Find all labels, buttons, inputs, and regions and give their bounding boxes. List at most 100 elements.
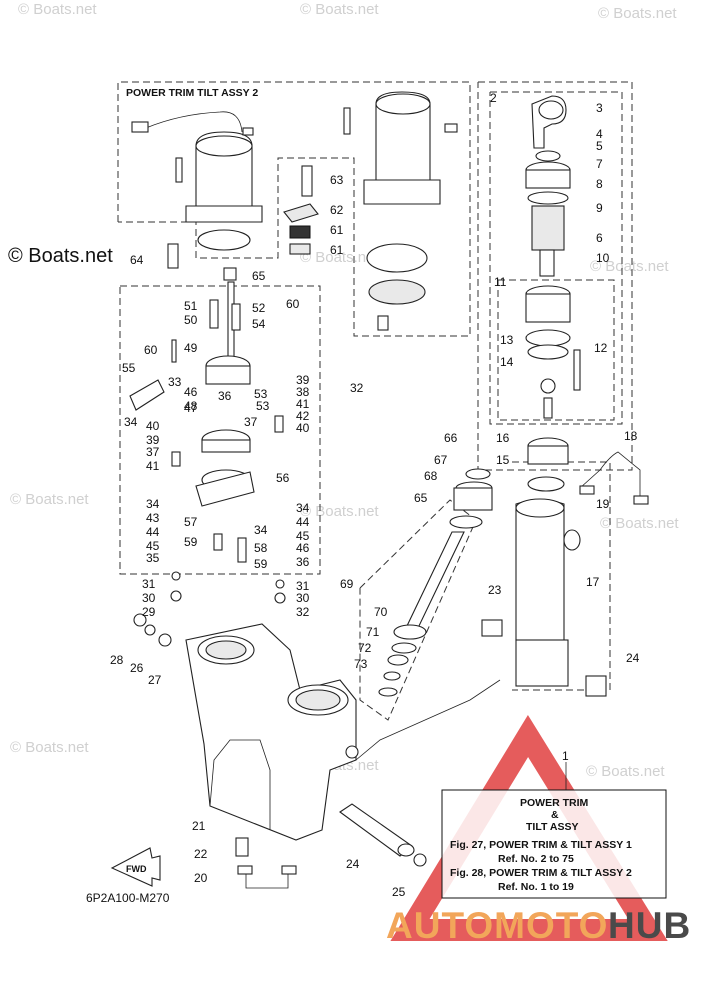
callout: 26	[130, 661, 144, 675]
callout: 54	[252, 317, 266, 331]
callout: 65	[414, 491, 428, 505]
callout: 31	[296, 579, 310, 593]
callout: 53	[256, 399, 270, 413]
callout: 11	[494, 275, 507, 289]
callout: 66	[444, 431, 458, 445]
callout: 34	[296, 501, 310, 515]
callout: 39	[146, 433, 160, 447]
callout: 31	[142, 577, 156, 591]
legend-box: 1 POWER TRIM & TILT ASSY Fig. 27, POWER …	[441, 749, 667, 899]
callout: 70	[374, 605, 388, 619]
callout: 71	[366, 625, 380, 639]
legend-title-line1: POWER TRIM	[520, 797, 588, 809]
watermark-right-3: © Boats.net	[586, 763, 665, 780]
callout: 68	[424, 469, 438, 483]
callout: 29	[142, 605, 156, 619]
callout: 46	[184, 385, 198, 399]
callout: 41	[146, 459, 160, 473]
callout: 41	[296, 397, 310, 411]
callout: 10	[596, 251, 610, 265]
watermark-left-3: © Boats.net	[10, 739, 89, 756]
callout: 32	[350, 381, 364, 395]
watermark-right-1: © Boats.net	[590, 258, 669, 275]
callout: 47	[184, 401, 198, 415]
callout: 46	[296, 541, 310, 555]
fwd-arrow: FWD	[110, 847, 161, 887]
piston-rod	[378, 468, 493, 697]
callout: 24	[626, 651, 640, 665]
callout: 45	[296, 529, 310, 543]
callout: 30	[296, 591, 310, 605]
legend-title-line2: &	[551, 809, 559, 821]
callout: 21	[192, 819, 206, 833]
callout: 65	[252, 269, 266, 283]
callout: 44	[146, 525, 160, 539]
callout: 12	[594, 341, 608, 355]
callout: 50	[184, 313, 198, 327]
legend-line4: Ref. No. 1 to 19	[498, 881, 574, 893]
assembly-outlines	[117, 81, 633, 721]
callout: 40	[146, 419, 160, 433]
callout: 73	[354, 657, 368, 671]
valve-block	[129, 281, 286, 604]
callout: 69	[340, 577, 354, 591]
callout: 59	[254, 557, 268, 571]
legend-title-line3: TILT ASSY	[526, 821, 579, 833]
callout: 61	[330, 243, 344, 257]
legend-line2: Ref. No. 2 to 75	[498, 853, 574, 865]
callout: 9	[596, 201, 603, 215]
callout: 38	[296, 385, 310, 399]
watermark-top-mid: © Boats.net	[300, 1, 379, 18]
callout: 36	[296, 555, 310, 569]
callout: 35	[146, 551, 160, 565]
callout: 34	[146, 497, 160, 511]
diagram-code: 6P2A100-M270	[86, 891, 170, 905]
callout: 53	[254, 387, 268, 401]
callout: 42	[296, 409, 310, 423]
watermark-mid-1: © Boats.net	[300, 249, 379, 266]
callout: 5	[596, 139, 603, 153]
small-parts-top	[167, 165, 319, 281]
callout: 63	[330, 173, 344, 187]
callout: 17	[586, 575, 600, 589]
callout: 14	[500, 355, 514, 369]
callout: 72	[358, 641, 372, 655]
callout: 44	[296, 515, 310, 529]
callout: 13	[500, 333, 514, 347]
legend-number: 1	[562, 749, 569, 763]
callout: 52	[252, 301, 266, 315]
callout: 59	[184, 535, 198, 549]
callout: 25	[392, 885, 406, 899]
callout: 56	[276, 471, 290, 485]
callout: 49	[184, 341, 198, 355]
callout: 8	[596, 177, 603, 191]
brand-part1: AUTOMOTO	[386, 905, 608, 946]
legend-line3: Fig. 28, POWER TRIM & TILT ASSY 2	[450, 867, 632, 879]
tilt-cylinder-parts	[481, 95, 649, 697]
tilt-motor-right	[343, 91, 458, 331]
callout: 3	[596, 101, 603, 115]
callout: 20	[194, 871, 208, 885]
mount-bracket	[133, 613, 501, 889]
callout: 4	[596, 127, 603, 141]
callout: 55	[122, 361, 136, 375]
callout: 7	[596, 157, 603, 171]
callout: 67	[434, 453, 448, 467]
callout: 32	[296, 605, 310, 619]
callout: 15	[496, 453, 510, 467]
callout: 43	[146, 511, 160, 525]
callout: 60	[286, 297, 300, 311]
callout: 24	[346, 857, 360, 871]
watermark-mid-2: © Boats.net	[300, 503, 379, 520]
watermark-left-2: © Boats.net	[10, 491, 89, 508]
callout: 60	[144, 343, 158, 357]
callout: 34	[124, 415, 138, 429]
watermark-right-2: © Boats.net	[600, 515, 679, 532]
watermark-top-left: © Boats.net	[18, 1, 97, 18]
callout: 58	[254, 541, 268, 555]
callout: 61	[330, 223, 344, 237]
callout: 45	[146, 539, 160, 553]
callout: 51	[184, 299, 198, 313]
callout: 57	[184, 515, 198, 529]
